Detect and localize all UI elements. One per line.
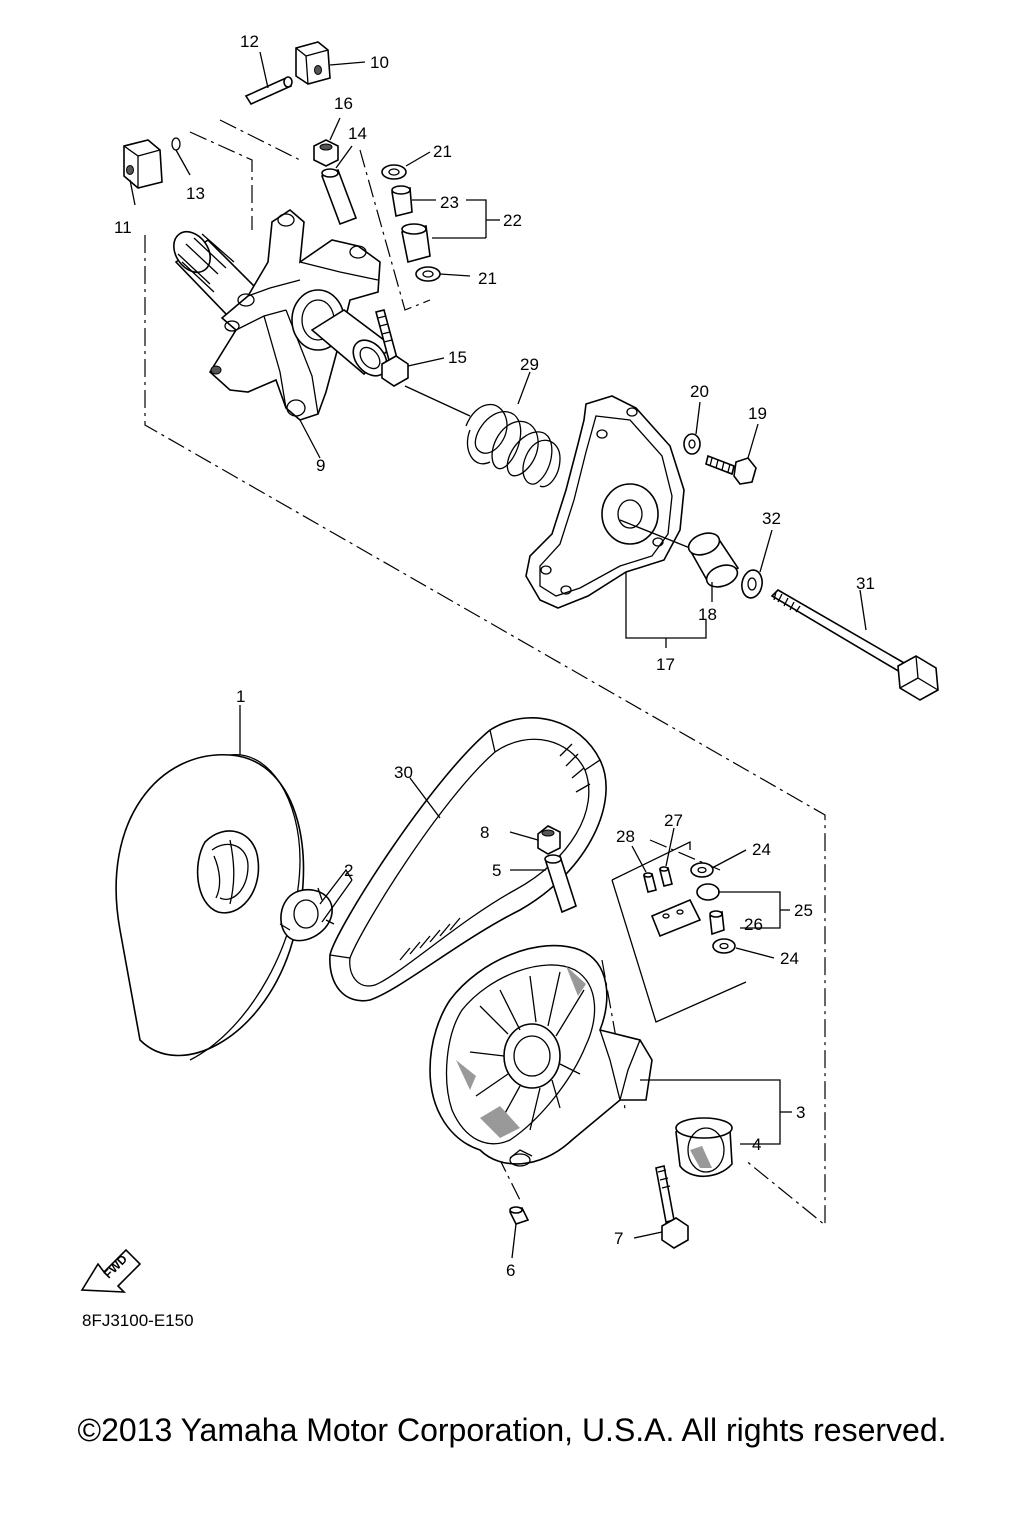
part-5-collar [510,854,577,914]
part-29-spring [465,371,561,488]
part-13-o-ring [171,137,191,176]
callout-7: 7 [614,1229,623,1248]
callout-18: 18 [698,605,717,624]
callout-17: 17 [656,655,675,674]
callout-30: 30 [394,763,413,782]
callout-9: 9 [316,456,325,475]
copyright-notice: ©2013 Yamaha Motor Corporation, U.S.A. A… [77,1412,947,1448]
part-31-long-bolt [770,588,939,701]
callout-12: 12 [240,32,259,51]
part-9-spider-shaft [173,208,394,459]
callout-20: 20 [690,382,709,401]
diagram-code: 8FJ3100-E150 [82,1311,194,1330]
part-4-bushing [675,1117,733,1177]
callout-24-bottom: 24 [780,949,799,968]
callout-labels: 12 10 16 14 21 13 23 22 11 21 15 29 20 1… [114,32,875,1280]
part-20-washer [683,401,701,455]
callout-25: 25 [794,901,813,920]
part-1-fixed-sheave [115,705,305,1061]
part-7-bolt [633,1165,689,1249]
callout-5: 5 [492,861,501,880]
part-22-bushing-set [401,199,500,263]
callout-28: 28 [616,827,635,846]
callout-11: 11 [114,218,132,237]
part-16-nut [313,117,341,167]
callout-6: 6 [506,1261,515,1280]
part-17-cover-plate [525,395,707,648]
part-25-plate [611,840,790,1023]
part-6-plug [508,1206,530,1259]
part-26-bushing [709,910,725,936]
part-8-nut [509,825,561,855]
fwd-arrow-icon: FWD [80,1248,142,1293]
callout-16: 16 [334,94,353,113]
part-15-bolt [375,309,471,417]
callout-19: 19 [748,404,767,423]
part-19-bolt [705,423,759,485]
part-23-bushing [391,185,436,217]
part-2-collar [279,868,353,942]
part-12-pin [244,51,293,106]
part-18-bushing [687,532,740,602]
callout-32: 32 [762,509,781,528]
callout-3: 3 [796,1103,805,1122]
callout-2: 2 [344,861,353,880]
callout-27: 27 [664,811,683,830]
part-21-washer-top [381,151,431,180]
callout-8: 8 [480,823,489,842]
part-28-pin [631,845,657,893]
callout-26: 26 [744,915,763,934]
callout-22: 22 [503,211,522,230]
callout-13: 13 [186,184,205,203]
callout-14: 14 [348,124,367,143]
callout-21-bottom: 21 [478,269,497,288]
callout-10: 10 [370,53,389,72]
callout-31: 31 [856,574,875,593]
callout-21-top: 21 [433,142,452,161]
part-27-pin [659,827,675,887]
part-24-washer-top [690,849,747,878]
part-14-collar [320,145,358,226]
part-32-washer [741,529,773,599]
part-3-movable-sheave [429,944,792,1167]
part-21-washer-bottom [415,266,471,282]
part-11-slider [123,139,163,206]
callout-24-top: 24 [752,840,771,859]
part-24-washer-bottom [712,938,775,959]
part-30-drive-belt [329,717,607,1002]
part-10-slider [295,41,366,85]
callout-23: 23 [440,193,459,212]
callout-29: 29 [520,355,539,374]
callout-1: 1 [236,687,245,706]
callout-15: 15 [448,348,467,367]
callout-4: 4 [752,1135,761,1154]
